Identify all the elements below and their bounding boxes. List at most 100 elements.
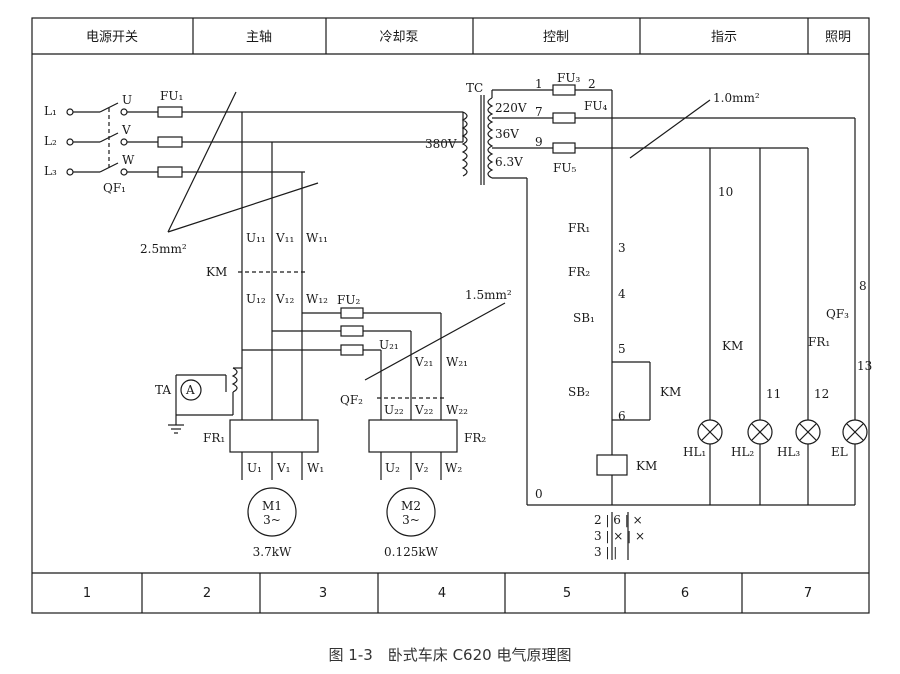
- label-wire-2-5: 2.5mm²: [140, 242, 187, 256]
- label-n10: 10: [718, 185, 733, 199]
- label-36V: 36V: [495, 127, 519, 141]
- label-n3: 3: [618, 241, 626, 255]
- label-FR2: FR₂: [464, 431, 486, 445]
- label-W11: W₁₁: [306, 231, 328, 245]
- FR2-block: [368, 419, 458, 453]
- label-n1: 1: [535, 77, 543, 91]
- power-input: L₁ L₂ L₃ QF₁ U V W FU₁: [44, 89, 463, 195]
- section-spindle: 主轴: [246, 30, 272, 45]
- label-wire-1-0: 1.0mm²: [713, 91, 760, 105]
- label-M2: M2: [401, 499, 421, 513]
- label-V22: V₂₂: [414, 403, 433, 417]
- label-V21: V₂₁: [414, 355, 433, 369]
- label-L3: L₃: [44, 164, 57, 178]
- label-KM-coil: KM: [636, 459, 657, 473]
- label-L2: L₂: [44, 134, 57, 148]
- label-KM-ind: KM: [722, 339, 743, 353]
- label-n4: 4: [618, 287, 626, 301]
- contact-row-2: 3 | × | ×: [594, 529, 645, 543]
- label-TC: TC: [466, 81, 483, 95]
- label-n2: 2: [588, 77, 596, 91]
- label-HL3: HL₃: [777, 445, 800, 459]
- label-220V: 220V: [495, 101, 527, 115]
- zone-1: 1: [83, 586, 91, 601]
- contact-row-3: 3 | |: [594, 545, 617, 559]
- zone-4: 4: [438, 586, 446, 601]
- label-QF2: QF₂: [340, 393, 363, 407]
- label-FU3: FU₃: [557, 71, 580, 85]
- label-M1-power: 3.7kW: [253, 545, 292, 559]
- section-indication: 指示: [711, 30, 737, 45]
- label-TA: TA: [155, 383, 171, 397]
- label-V11: V₁₁: [275, 231, 294, 245]
- label-U22: U₂₂: [384, 403, 404, 417]
- label-W2: W₂: [445, 461, 462, 475]
- label-FU4: FU₄: [584, 99, 607, 113]
- label-U2: U₂: [385, 461, 400, 475]
- label-QF1: QF₁: [103, 181, 126, 195]
- KM-coil: [596, 454, 628, 476]
- label-V2: V₂: [414, 461, 429, 475]
- label-KM-hold: KM: [660, 385, 681, 399]
- zone-7: 7: [804, 586, 812, 601]
- label-n11: 11: [766, 387, 781, 401]
- label-FR1-ind: FR₁: [808, 335, 830, 349]
- label-M1: M1: [262, 499, 282, 513]
- label-L1: L₁: [44, 104, 57, 118]
- label-M2-phase: 3~: [402, 513, 420, 527]
- section-lighting: 照明: [825, 30, 851, 45]
- label-HL2: HL₂: [731, 445, 754, 459]
- label-380V: 380V: [425, 137, 457, 151]
- label-n0: 0: [535, 487, 543, 501]
- label-QF3: QF₃: [826, 307, 849, 321]
- zone-6: 6: [681, 586, 689, 601]
- label-EL: EL: [831, 445, 848, 459]
- label-SB1: SB₁: [573, 311, 595, 325]
- drawing-frame: [31, 17, 870, 614]
- section-power-switch: 电源开关: [86, 30, 138, 45]
- label-W21: W₂₁: [446, 355, 468, 369]
- contact-row-1: 2 | 6 | ×: [594, 513, 643, 527]
- label-W1: W₁: [307, 461, 324, 475]
- label-W12: W₁₂: [306, 292, 328, 306]
- label-W: W: [122, 153, 135, 167]
- label-KM-main: KM: [206, 265, 227, 279]
- label-n5: 5: [618, 342, 626, 356]
- section-coolant-pump: 冷却泵: [379, 30, 418, 45]
- label-n7: 7: [535, 105, 543, 119]
- motor-M2-icon: [386, 487, 436, 537]
- label-n13: 13: [857, 359, 872, 373]
- label-FU2: FU₂: [337, 293, 360, 307]
- FR1-block: [229, 419, 319, 453]
- ammeter-icon: [180, 379, 202, 401]
- label-wire-1-5: 1.5mm²: [465, 288, 512, 302]
- label-V1: V₁: [276, 461, 290, 475]
- zone-2: 2: [203, 586, 211, 601]
- label-U1: U₁: [247, 461, 262, 475]
- label-U12: U₁₂: [246, 292, 266, 306]
- label-M1-phase: 3~: [263, 513, 281, 527]
- label-HL1: HL₁: [683, 445, 706, 459]
- lamp-HL1-icon: [697, 419, 723, 445]
- label-n12: 12: [814, 387, 829, 401]
- label-U21: U₂₁: [379, 338, 399, 352]
- label-FU5: FU₅: [553, 161, 576, 175]
- label-6.3V: 6.3V: [495, 155, 523, 169]
- label-n9: 9: [535, 135, 543, 149]
- lamp-HL2-icon: [747, 419, 773, 445]
- section-control: 控制: [543, 30, 569, 45]
- zone-3: 3: [319, 586, 327, 601]
- label-FR1-ctrl: FR₁: [568, 221, 590, 235]
- label-V12: V₁₂: [275, 292, 294, 306]
- label-FU1: FU₁: [160, 89, 183, 103]
- label-A: A: [185, 383, 195, 397]
- label-M2-power: 0.125kW: [384, 545, 439, 559]
- label-W22: W₂₂: [446, 403, 468, 417]
- lamp-HL3-icon: [795, 419, 821, 445]
- label-SB2: SB₂: [568, 385, 590, 399]
- label-n6: 6: [618, 409, 626, 423]
- lamp-EL-icon: [842, 419, 868, 445]
- label-FR2-ctrl: FR₂: [568, 265, 590, 279]
- label-U: U: [122, 93, 132, 107]
